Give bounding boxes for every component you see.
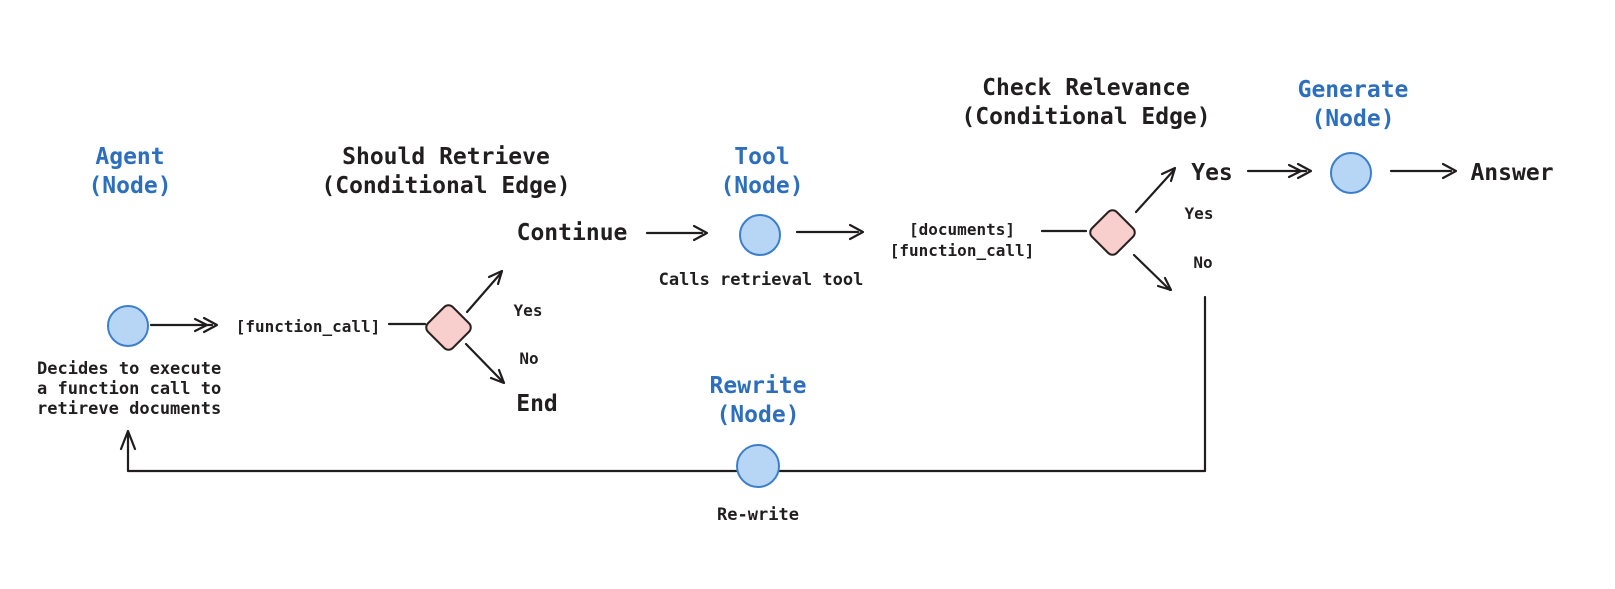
edge-continue-to-tool [645,224,709,242]
rewrite-node-title: Rewrite (Node) [709,373,807,428]
edge-tool-to-documents [795,223,865,241]
edge-generate-to-answer [1389,162,1458,180]
generate-node-circle [1330,152,1372,194]
yes-branch-label: Yes [1191,160,1233,186]
end-label: End [516,391,558,417]
agent-node-title: Agent (Node) [88,144,172,199]
rewrite-node-circle [736,444,780,488]
should-retrieve-no-label: No [519,349,539,368]
edge-check-relevance-no [1132,253,1173,292]
should-retrieve-yes-label: Yes [513,301,543,320]
check-relevance-yes-label: Yes [1184,204,1214,223]
edge-should-retrieve-no-to-end [464,342,506,385]
edge-should-retrieve-yes-to-continue [465,269,504,314]
check-relevance-no-label: No [1193,253,1213,272]
generate-node-title: Generate (Node) [1297,77,1409,132]
edge-check-relevance-yes [1134,166,1177,214]
continue-label: Continue [516,220,628,246]
function-call-label: [function_call] [235,317,381,336]
edge-agent-to-function-call [149,316,219,334]
documents-function-call-label: [documents] [function_call] [889,220,1035,260]
check-relevance-edge-title: Check Relevance (Conditional Edge) [961,75,1211,130]
tool-node-title: Tool (Node) [720,144,804,199]
agent-node-caption: Decides to execute a function call to re… [37,359,222,419]
edge-yes-to-generate [1246,162,1313,180]
rewrite-node-caption: Re-write [717,505,799,525]
agent-node-circle [107,305,149,347]
edge-rewrite-return-loop [119,295,1207,473]
should-retrieve-edge-title: Should Retrieve (Conditional Edge) [321,144,571,199]
tool-node-circle [739,214,781,256]
tool-node-caption: Calls retrieval tool [658,270,864,290]
answer-label: Answer [1470,160,1554,186]
